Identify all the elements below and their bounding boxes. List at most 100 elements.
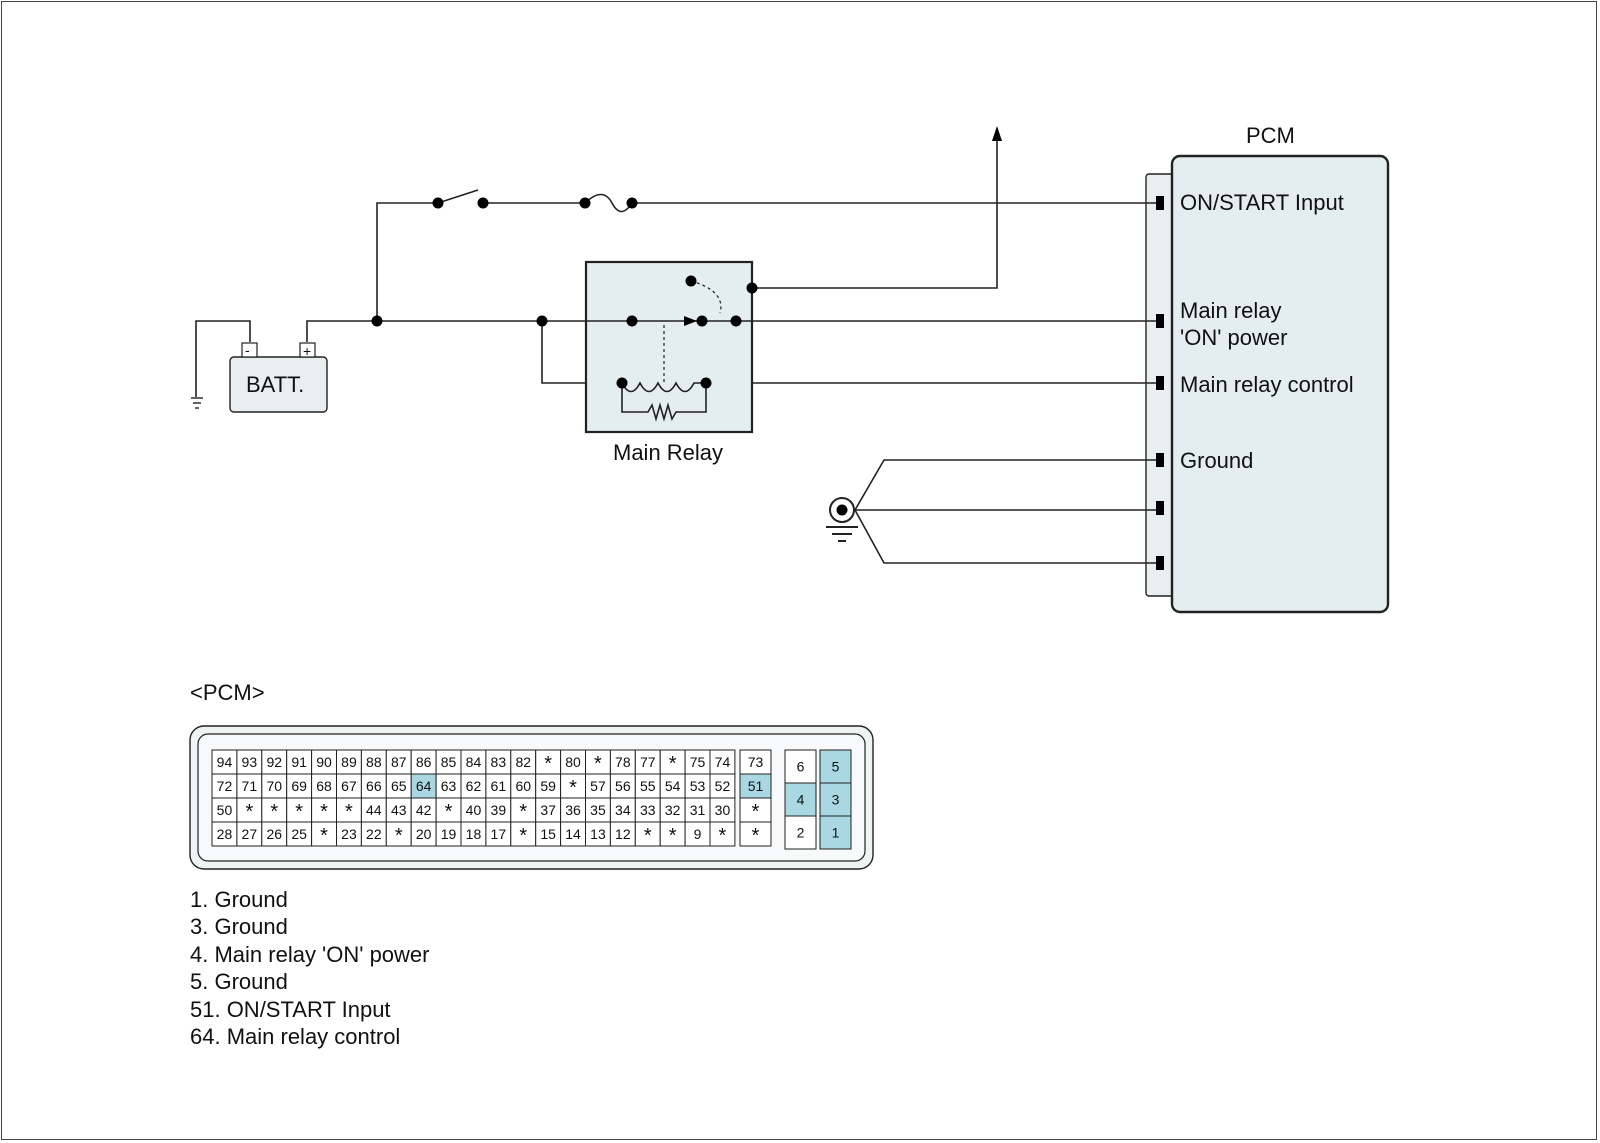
pin-legend: 1. Ground 3. Ground 4. Main relay 'ON' p… <box>190 886 430 1050</box>
connector-pin-label: 30 <box>715 802 731 818</box>
connector-pin-label: * <box>519 825 527 847</box>
connector-pin-label: 66 <box>366 778 382 794</box>
connector-pin-cell <box>784 782 817 817</box>
connector-pin-label: * <box>445 801 453 823</box>
connector-pin-cell <box>236 773 263 799</box>
connector-pin-label: 6 <box>797 759 805 775</box>
connector-pin-cell <box>609 821 636 847</box>
connector-pin-cell <box>261 821 288 847</box>
connector-pin-label: 12 <box>615 826 631 842</box>
connector-pin-label: 32 <box>665 802 681 818</box>
pcm-module: PCM ON/START Input Main relay 'ON' power… <box>1145 123 1390 614</box>
connector-pin-label: 5 <box>832 759 840 775</box>
legend-item: 51. ON/START Input <box>190 996 391 1022</box>
connector-pin-label: 39 <box>491 802 507 818</box>
connector-pin-label: 43 <box>391 802 407 818</box>
connector-pin-cell <box>819 782 852 817</box>
connector-pin-label: 36 <box>565 802 581 818</box>
connector-pin-label: 52 <box>715 778 731 794</box>
connector-pin-cell <box>634 797 661 823</box>
connector-pin-cell <box>236 821 263 847</box>
connector-pin-label: * <box>345 801 353 823</box>
junction-dot <box>432 197 444 209</box>
contact-arrow <box>684 316 697 326</box>
connector-pin-cell <box>739 749 772 775</box>
wires <box>306 126 1156 564</box>
junction-dot <box>371 315 383 327</box>
connector-pin-label: 55 <box>640 778 656 794</box>
battery-label: BATT. <box>246 372 304 397</box>
connector-pin-label: 53 <box>690 778 706 794</box>
connector-pin-cell <box>585 821 611 847</box>
connector-pin-label: * <box>295 801 303 823</box>
connector-pin-label: * <box>569 777 577 799</box>
connector-pin-label: 82 <box>515 754 531 770</box>
connector-pin-label: 78 <box>615 754 631 770</box>
connector-pin-label: 94 <box>217 754 233 770</box>
connector-pin-label: 4 <box>797 792 805 808</box>
connector-pin-label: 19 <box>441 826 457 842</box>
connector-pin-label: * <box>245 801 253 823</box>
connector-pin-label: 80 <box>565 754 581 770</box>
connector-pin-label: 70 <box>266 778 282 794</box>
connector-pin-label: 86 <box>416 754 432 770</box>
connector-pin-cell <box>336 797 362 823</box>
junction-dot <box>616 377 628 389</box>
connector-pin-label: 75 <box>690 754 706 770</box>
legend-item: 3. Ground <box>190 914 288 940</box>
ignition-branch-wire <box>376 202 437 321</box>
connector-pin-label: 61 <box>491 778 507 794</box>
connector-pin-cell <box>485 821 512 847</box>
connector-pin-label: * <box>320 801 328 823</box>
connector-pin-label: 37 <box>540 802 556 818</box>
connector-pin-label: 77 <box>640 754 656 770</box>
connector-pin-cell <box>739 821 772 847</box>
connector-pin-cell <box>659 821 686 847</box>
legend-item: 1. Ground <box>190 887 288 912</box>
connector-pin-cell <box>410 749 437 775</box>
connector-pin-cell <box>819 815 852 850</box>
connector-pin-cell <box>684 821 711 847</box>
connector-pin-label: 89 <box>341 754 357 770</box>
connector-pin-label: * <box>519 801 527 823</box>
connector-pin-label: 83 <box>491 754 507 770</box>
connector-pin-label: 73 <box>748 754 764 770</box>
connector-pin-label: 31 <box>690 802 706 818</box>
battery: - + BATT. <box>191 320 328 413</box>
connector-pin-label: 65 <box>391 778 407 794</box>
connector-pin-label: 67 <box>341 778 357 794</box>
connector-pin-label: * <box>719 825 727 847</box>
connector-pin-cell <box>360 773 387 799</box>
connector-pin-cell <box>560 821 586 847</box>
connector-pin-label: 18 <box>466 826 482 842</box>
pin-marker <box>1156 376 1164 390</box>
pcm-body <box>1170 154 1390 614</box>
connector-pin-label: 25 <box>291 826 307 842</box>
legend-item: 5. Ground <box>190 969 288 995</box>
connector-pin-cell <box>311 773 338 799</box>
battery-neg-terminal <box>241 342 258 358</box>
connector-pin-cell <box>435 797 462 823</box>
connector-pin-label: 85 <box>441 754 457 770</box>
pin-marker <box>1156 501 1164 515</box>
connector-pin-cell <box>510 773 537 799</box>
junction-dot <box>626 197 638 209</box>
connector-pin-label: 14 <box>565 826 581 842</box>
pin-marker <box>1156 314 1164 328</box>
connector-pin-label: 88 <box>366 754 382 770</box>
connector-pin-cell <box>784 815 817 850</box>
ground-point-icon <box>826 497 858 542</box>
connector-pin-label: 27 <box>242 826 258 842</box>
terminal-label-ground: Ground <box>1180 448 1253 473</box>
connector-pin-cell <box>435 773 462 799</box>
connector-pin-cell <box>709 821 736 847</box>
terminal-label-relay-power-1: Main relay <box>1180 298 1281 323</box>
connector-pin-label: 59 <box>540 778 556 794</box>
connector-pin-label: 15 <box>540 826 556 842</box>
connector-pin-label: * <box>270 801 278 823</box>
connector-pin-label: * <box>594 753 602 775</box>
legend-item: 4. Main relay 'ON' power <box>190 941 430 967</box>
